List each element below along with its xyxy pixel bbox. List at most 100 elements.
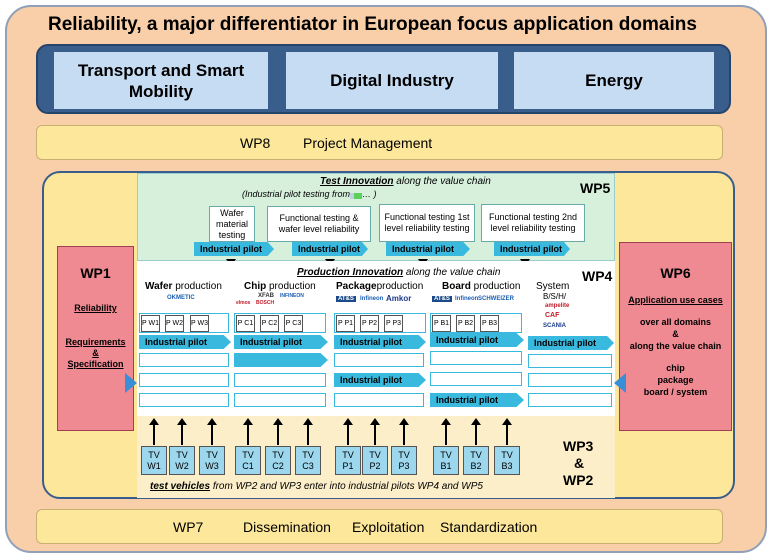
column-chip-bold: Chip (244, 281, 267, 292)
wp6-box: WP6 Application use cases over all domai… (619, 242, 732, 431)
wp6-tag: WP6 (660, 265, 691, 281)
wp4-heading-em: Production Innovation (297, 267, 404, 278)
wafer-row-2 (139, 353, 229, 367)
wp5-sub-text: (Industrial pilot testing from (242, 189, 351, 199)
chip-row-4 (234, 393, 326, 407)
wp7-label: WP7 (173, 519, 204, 535)
arrow-up-icon (502, 418, 512, 425)
wp4-heading-rest: along the value chain (403, 267, 501, 278)
wp7-exploitation: Exploitation (352, 519, 425, 535)
wp7-standardization: Standardization (440, 519, 538, 535)
column-board-header: Board production (442, 281, 520, 292)
arrow-up-icon (441, 418, 451, 425)
arrow-up-shaft (153, 424, 155, 445)
logo-okmetic: OKMETIC (167, 295, 195, 301)
wp4-pilot-package-2: Industrial pilot (334, 373, 426, 387)
logo-infineon-board: Infineon (455, 296, 479, 302)
application-domains-banner: Transport and Smart Mobility Digital Ind… (36, 44, 731, 114)
page-title: Reliability, a major differentiator in E… (48, 14, 697, 35)
pillar-pc3: P C3 (284, 315, 303, 332)
logo-ats-package: AT&S (336, 296, 356, 302)
partner-logo-icon: ​ (354, 193, 363, 199)
test-vehicle-box: TV C2 (265, 446, 291, 475)
wp5-pilot-3: Industrial pilot (386, 242, 470, 256)
wp5-heading-em: Test Innovation (320, 176, 394, 187)
pillar-pw2: P W2 (165, 315, 184, 332)
arrow-up-icon (303, 418, 313, 425)
wp6-line3: along the value chain (629, 341, 722, 351)
wafer-row-4 (139, 393, 229, 407)
test-vehicle-box: TV P1 (335, 446, 361, 475)
wp1-line2: Requirements (65, 337, 126, 347)
chip-pillar-band (234, 313, 326, 333)
board-row-2 (430, 351, 522, 365)
test-vehicle-box: TV W1 (141, 446, 167, 475)
column-package-header: Packageproduction (336, 281, 423, 292)
test-vehicle-box: TV B1 (433, 446, 459, 475)
wp4-pilot-wafer: Industrial pilot (139, 335, 231, 349)
domain-digital-industry: Digital Industry (286, 52, 498, 109)
test-vehicle-box: TV W2 (169, 446, 195, 475)
arrow-up-icon (149, 418, 159, 425)
system-sub: B/S/H/ (543, 292, 567, 301)
arrow-up-shaft (307, 424, 309, 445)
column-board-bold: Board (442, 281, 471, 292)
wp5-pilot-4: Industrial pilot (494, 242, 570, 256)
wp3-footer-em: test vehicles (150, 481, 211, 492)
wp6-amp: & (672, 329, 679, 339)
column-system-header: System (536, 281, 570, 292)
system-row-3 (528, 373, 612, 387)
arrow-up-shaft (181, 424, 183, 445)
pillar-pw1: P W1 (141, 315, 160, 332)
partner-logo-icon: ​ (350, 193, 355, 199)
domain-transport: Transport and Smart Mobility (54, 52, 268, 109)
arrow-right-icon (125, 373, 137, 393)
pillar-pb3: P B3 (480, 315, 499, 332)
logo-ats-board: AT&S (432, 296, 452, 302)
wp6-line6: board / system (643, 387, 708, 397)
column-wafer-rest: production (172, 281, 222, 292)
wp5-heading-rest: along the value chain (393, 176, 491, 187)
arrow-up-icon (177, 418, 187, 425)
wp4-pilot-chip: Industrial pilot (234, 335, 328, 349)
system-row-4 (528, 393, 612, 407)
wp4-pilot-package: Industrial pilot (334, 335, 426, 349)
logo-bosch: BOSCH (256, 300, 275, 306)
column-package-rest: production (376, 281, 424, 292)
arrow-up-icon (370, 418, 380, 425)
pillar-pw3: P W3 (190, 315, 209, 332)
column-package-bold: Package (336, 281, 377, 292)
wp7-band (36, 509, 723, 544)
test-wafer-level: Functional testing & wafer level reliabi… (267, 206, 371, 242)
wp4-pilot-board-2: Industrial pilot (430, 393, 524, 407)
wp6-line2: over all domains (639, 317, 712, 327)
pillar-pp1: P P1 (336, 315, 355, 332)
column-chip-rest: production (266, 281, 316, 292)
arrow-up-icon (471, 418, 481, 425)
column-board-rest: production (470, 281, 521, 292)
wp6-line5: package (657, 375, 694, 385)
arrow-up-shaft (247, 424, 249, 445)
arrow-up-icon (207, 418, 217, 425)
arrow-up-icon (343, 418, 353, 425)
arrow-up-shaft (211, 424, 213, 445)
wp5-heading: Test Innovation along the value chain (320, 176, 491, 187)
wp1-tag: WP1 (80, 265, 111, 281)
pillar-pb1: P B1 (432, 315, 451, 332)
wp8-text: Project Management (303, 135, 433, 151)
system-row-2 (528, 354, 612, 368)
wp7-dissemination: Dissemination (243, 519, 331, 535)
wp3-footer: test vehicles from WP2 and WP3 enter int… (150, 481, 483, 492)
logo-infineon-chip: INFINEON (280, 293, 304, 299)
arrow-left-icon (614, 373, 626, 393)
package-row-4 (334, 393, 424, 407)
wp5-pilot-1: Industrial pilot (194, 242, 274, 256)
arrow-up-shaft (445, 424, 447, 445)
wp2-tag: WP2 (563, 472, 594, 488)
wp3-footer-rest: from WP2 and WP3 enter into industrial p… (210, 481, 483, 492)
wp4-pilot-board: Industrial pilot (430, 333, 524, 347)
arrow-up-shaft (475, 424, 477, 445)
chip-row-3 (234, 373, 326, 387)
pillar-pc1: P C1 (236, 315, 255, 332)
logo-caf: CAF (545, 312, 560, 319)
